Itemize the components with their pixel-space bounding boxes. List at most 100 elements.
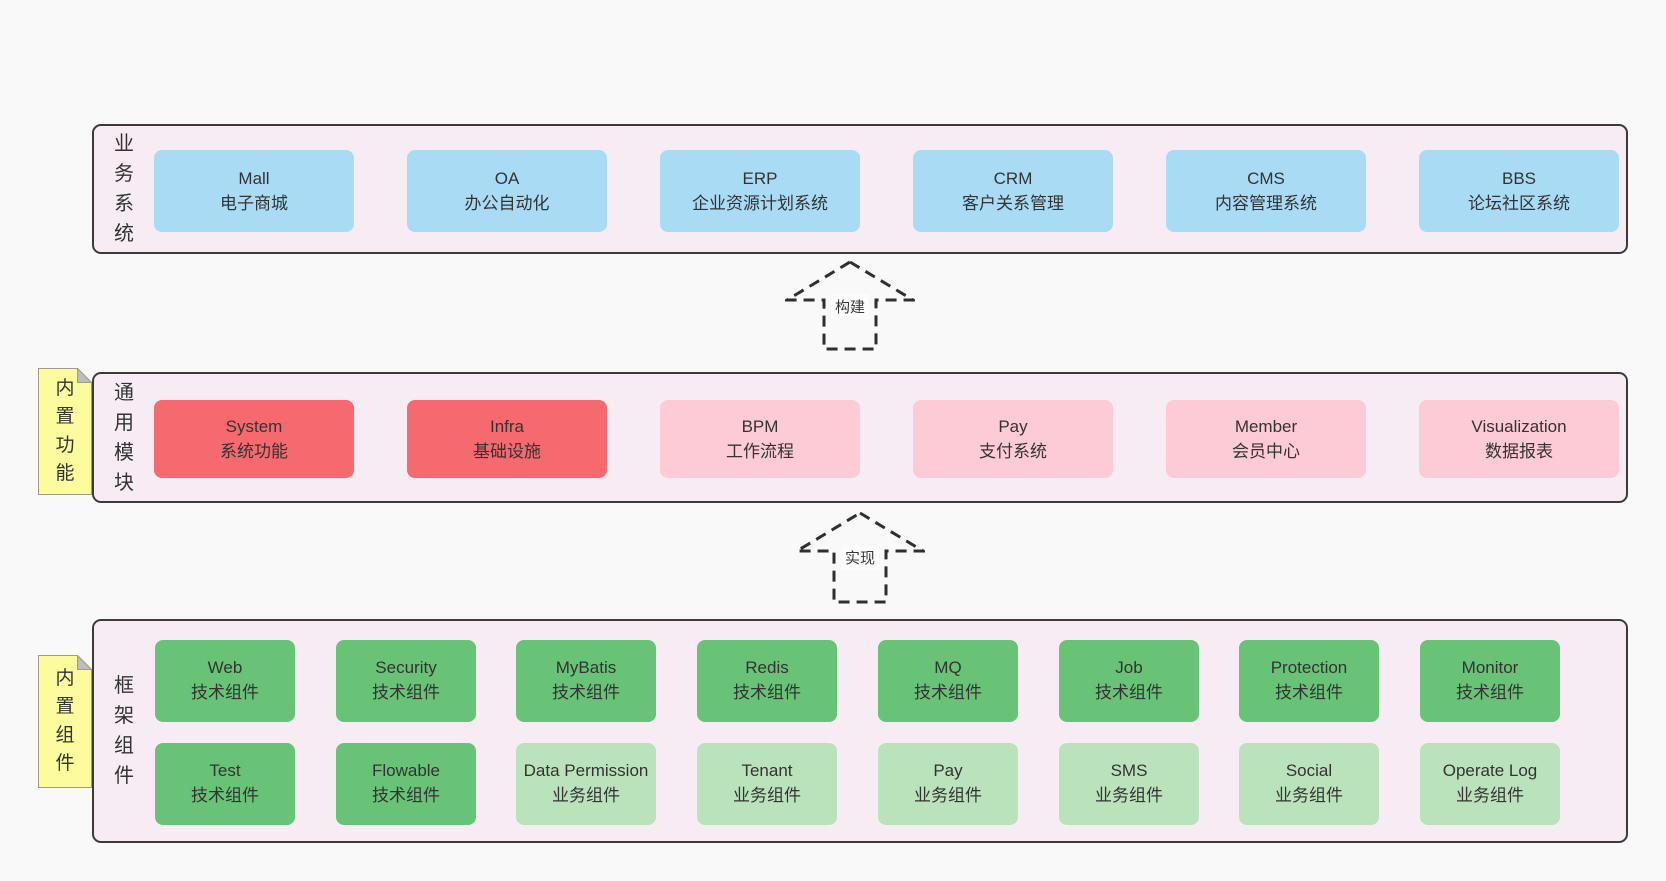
- box-title: MQ: [934, 658, 962, 678]
- box-title: SMS: [1110, 761, 1148, 781]
- up-arrow-build: 构建: [785, 260, 915, 352]
- box-title: BPM: [741, 416, 779, 436]
- band-label-text: 业务系统: [114, 133, 134, 245]
- box-social: Social 业务组件: [1239, 743, 1379, 825]
- box-title: Infra: [489, 416, 525, 436]
- band-label-common-modules: 通用模块: [104, 378, 144, 498]
- band-label-framework-components: 框架组件: [104, 671, 144, 791]
- band-business-systems: 业务系统 Mall 电子商城 OA 办公自动化 ERP 企业资源计划系统 CRM…: [92, 124, 1628, 254]
- box-title: Member: [1234, 416, 1298, 436]
- box-title: Data Permission: [523, 761, 649, 781]
- box-job: Job 技术组件: [1059, 640, 1199, 722]
- sticky-tag-built-in-functions: 内置功能: [38, 368, 92, 495]
- box-subtitle: 工作流程: [726, 442, 794, 461]
- box-subtitle: 技术组件: [1456, 683, 1524, 702]
- box-redis: Redis 技术组件: [697, 640, 837, 722]
- dashed-up-arrow-icon: [795, 511, 925, 604]
- box-title: Social: [1285, 761, 1333, 781]
- box-title: Job: [1115, 658, 1143, 678]
- band-label-business-systems: 业务系统: [104, 129, 144, 249]
- box-title: System: [225, 416, 283, 436]
- box-title: CMS: [1247, 168, 1285, 188]
- box-subtitle: 内容管理系统: [1215, 194, 1317, 213]
- box-title: Operate Log: [1442, 761, 1538, 781]
- box-title: Security: [375, 658, 437, 678]
- box-title: Visualization: [1471, 416, 1567, 436]
- box-title: MyBatis: [555, 658, 617, 678]
- sticky-tag-text: 内置组件: [55, 667, 75, 775]
- box-test: Test 技术组件: [155, 743, 295, 825]
- box-title: CRM: [993, 168, 1033, 188]
- box-subtitle: 技术组件: [1275, 683, 1343, 702]
- box-title: Protection: [1270, 658, 1348, 678]
- box-subtitle: 会员中心: [1232, 442, 1300, 461]
- box-title: Web: [207, 658, 243, 678]
- box-web: Web 技术组件: [155, 640, 295, 722]
- box-subtitle: 系统功能: [220, 442, 288, 461]
- box-erp: ERP 企业资源计划系统: [660, 150, 860, 232]
- box-protection: Protection 技术组件: [1239, 640, 1379, 722]
- box-subtitle: 业务组件: [1275, 786, 1343, 805]
- box-subtitle: 技术组件: [914, 683, 982, 702]
- box-subtitle: 数据报表: [1485, 442, 1553, 461]
- box-mq: MQ 技术组件: [878, 640, 1018, 722]
- box-title: Tenant: [741, 761, 793, 781]
- arrow-label-build: 构建: [830, 294, 870, 319]
- box-flowable: Flowable 技术组件: [336, 743, 476, 825]
- box-subtitle: 客户关系管理: [962, 194, 1064, 213]
- sticky-tag-built-in-components: 内置组件: [38, 655, 92, 788]
- band-label-text: 通用模块: [114, 381, 134, 494]
- box-subtitle: 技术组件: [372, 786, 440, 805]
- box-subtitle: 论坛社区系统: [1468, 194, 1570, 213]
- box-mybatis: MyBatis 技术组件: [516, 640, 656, 722]
- band-common-modules: 通用模块 System 系统功能 Infra 基础设施 BPM 工作流程 Pay…: [92, 372, 1628, 503]
- band-framework-components: 框架组件 Web 技术组件 Security 技术组件 MyBatis 技术组件…: [92, 619, 1628, 843]
- box-subtitle: 业务组件: [1456, 786, 1524, 805]
- box-sms: SMS 业务组件: [1059, 743, 1199, 825]
- box-subtitle: 技术组件: [733, 683, 801, 702]
- box-tenant: Tenant 业务组件: [697, 743, 837, 825]
- box-title: BBS: [1501, 168, 1537, 188]
- band-label-text: 框架组件: [114, 675, 134, 787]
- box-cms: CMS 内容管理系统: [1166, 150, 1366, 232]
- box-crm: CRM 客户关系管理: [913, 150, 1113, 232]
- box-title: Mall: [238, 168, 270, 188]
- sticky-note-icon: [38, 655, 92, 788]
- box-subtitle: 支付系统: [979, 442, 1047, 461]
- box-pay-component: Pay 业务组件: [878, 743, 1018, 825]
- box-data-permission: Data Permission 业务组件: [516, 743, 656, 825]
- box-mall: Mall 电子商城: [154, 150, 354, 232]
- box-title: Monitor: [1461, 658, 1519, 678]
- dashed-up-arrow-icon: [785, 260, 915, 351]
- box-subtitle: 办公自动化: [464, 194, 550, 213]
- box-oa: OA 办公自动化: [407, 150, 607, 232]
- box-member: Member 会员中心: [1166, 400, 1366, 478]
- box-subtitle: 业务组件: [914, 786, 982, 805]
- box-title: OA: [494, 168, 520, 188]
- box-subtitle: 技术组件: [552, 683, 620, 702]
- box-monitor: Monitor 技术组件: [1420, 640, 1560, 722]
- box-bbs: BBS 论坛社区系统: [1419, 150, 1619, 232]
- box-subtitle: 业务组件: [733, 786, 801, 805]
- box-subtitle: 企业资源计划系统: [692, 194, 828, 213]
- box-title: Redis: [745, 658, 789, 678]
- box-title: Test: [209, 761, 241, 781]
- box-title: Pay: [933, 761, 963, 781]
- box-subtitle: 技术组件: [1095, 683, 1163, 702]
- box-infra: Infra 基础设施: [407, 400, 607, 478]
- box-subtitle: 业务组件: [1095, 786, 1163, 805]
- box-subtitle: 业务组件: [552, 786, 620, 805]
- sticky-note-icon: [38, 368, 92, 495]
- box-title: ERP: [742, 168, 778, 188]
- up-arrow-implement: 实现: [795, 511, 925, 605]
- arrow-label-implement: 实现: [840, 545, 880, 570]
- box-visualization: Visualization 数据报表: [1419, 400, 1619, 478]
- box-security: Security 技术组件: [336, 640, 476, 722]
- sticky-tag-text: 内置功能: [55, 377, 75, 485]
- box-bpm: BPM 工作流程: [660, 400, 860, 478]
- box-system: System 系统功能: [154, 400, 354, 478]
- box-subtitle: 电子商城: [220, 194, 288, 213]
- box-subtitle: 技术组件: [191, 683, 259, 702]
- box-subtitle: 技术组件: [191, 786, 259, 805]
